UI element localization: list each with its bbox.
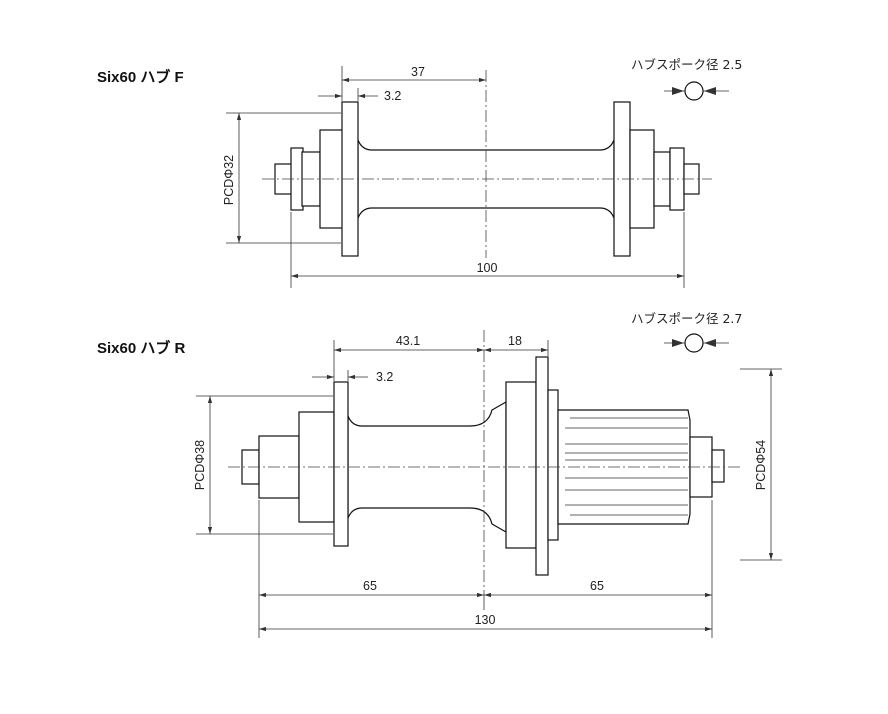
rear-hub-body	[241, 356, 725, 576]
rear-dim-right: 65	[590, 579, 604, 593]
front-spoke-diameter-label: ハブスポーク径 2.5	[631, 57, 742, 72]
rear-dim-total: 130	[475, 613, 496, 627]
front-pcd-label: PCDΦ32	[222, 155, 236, 205]
rear-hub-section: Six60 ハブ R ハブスポーク径 2.7	[97, 311, 782, 638]
rear-pcd-right-label: PCDΦ54	[754, 440, 768, 490]
rear-dim-left: 65	[363, 579, 377, 593]
front-dim-37: 37	[411, 65, 425, 79]
rear-dim-top-left: 43.1	[396, 334, 420, 348]
rear-hub-title: Six60 ハブ R	[97, 339, 186, 357]
rear-dim-top-right: 18	[508, 334, 522, 348]
rear-freehub-splines	[565, 417, 688, 516]
rear-spoke-symbol-icon	[664, 333, 729, 353]
front-dim-flange: 3.2	[384, 89, 401, 103]
front-hub-title: Six60 ハブ F	[97, 68, 184, 86]
rear-dim-flange: 3.2	[376, 370, 393, 384]
front-spoke-symbol-icon	[664, 81, 729, 101]
front-hub-section: Six60 ハブ F ハブスポーク径 2.5	[97, 57, 742, 288]
front-dim-total: 100	[477, 261, 498, 275]
rear-pcd-left-label: PCDΦ38	[193, 440, 207, 490]
rear-spoke-diameter-label: ハブスポーク径 2.7	[631, 311, 742, 326]
